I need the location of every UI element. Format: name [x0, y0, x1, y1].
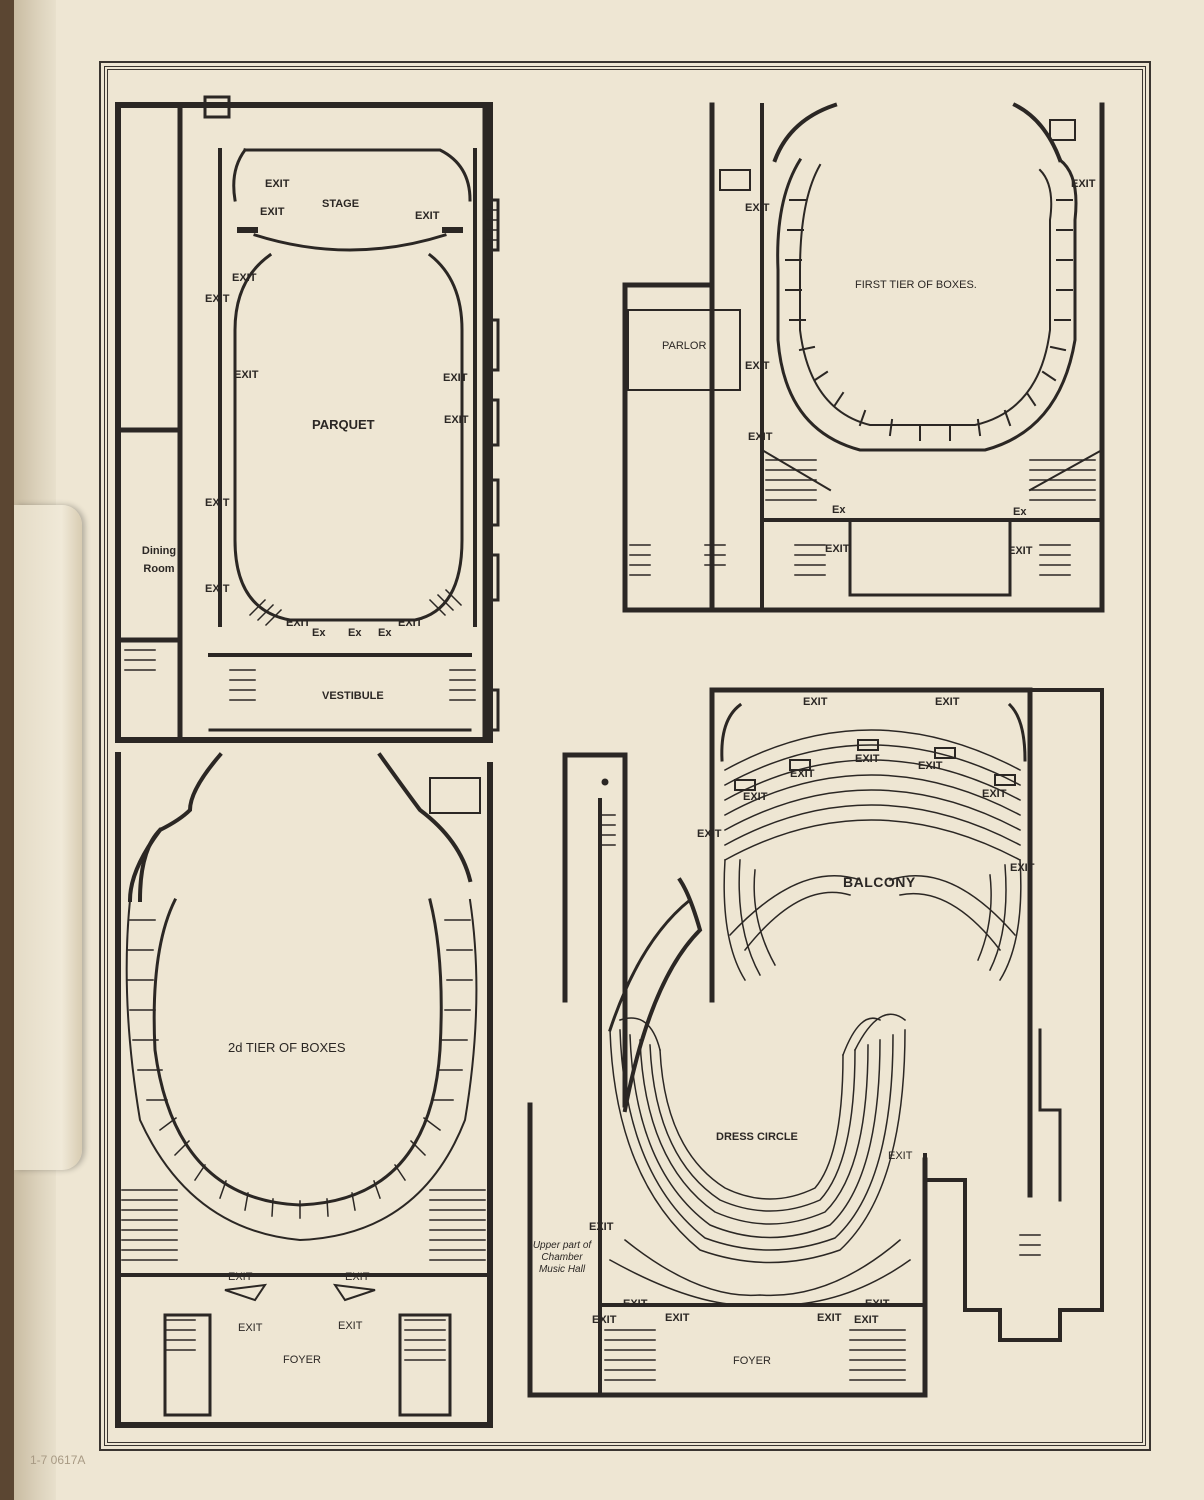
exit-label: EXIT — [205, 583, 230, 595]
foyer-label: FOYER — [733, 1355, 771, 1367]
ex-label: Ex — [348, 627, 362, 639]
first-tier-title: FIRST TIER OF BOXES. — [855, 279, 977, 291]
dress-circle-title: DRESS CIRCLE — [716, 1131, 798, 1143]
exit-label: EXIT — [888, 1150, 913, 1162]
dining-room-label: Dining Room — [141, 545, 177, 575]
first-tier-plan — [622, 102, 1105, 613]
exit-label: EXIT — [232, 272, 257, 284]
exit-label: EXIT — [803, 696, 828, 708]
exit-label: EXIT — [697, 828, 722, 840]
exit-label: EXIT — [234, 369, 259, 381]
exit-label: EXIT — [589, 1221, 614, 1233]
exit-label: EXIT — [286, 617, 311, 629]
book-page — [14, 0, 1204, 1500]
exit-label: EXIT — [265, 178, 290, 190]
balcony-plan — [709, 687, 1104, 1312]
exit-label: EXIT — [228, 1271, 253, 1283]
exit-label: EXIT — [918, 760, 943, 772]
exit-label: EXIT — [855, 753, 880, 765]
stage-label: STAGE — [322, 198, 360, 210]
exit-label: EXIT — [1071, 178, 1096, 190]
ex-label: Ex — [832, 504, 846, 516]
exit-label: EXIT — [592, 1314, 617, 1326]
exit-label: EXIT — [345, 1271, 370, 1283]
exit-label: EXIT — [817, 1312, 842, 1324]
parquet-title: PARQUET — [312, 417, 375, 432]
exit-label: EXIT — [205, 293, 230, 305]
exit-label: EXIT — [935, 696, 960, 708]
exit-label: EXIT — [398, 617, 423, 629]
exit-label: EXIT — [623, 1298, 648, 1310]
exit-label: EXIT — [238, 1322, 263, 1334]
ex-label: Ex — [378, 627, 392, 639]
balcony-title: BALCONY — [843, 874, 916, 890]
ex-label: Ex — [1013, 506, 1027, 518]
exit-label: EXIT — [745, 202, 770, 214]
exit-label: EXIT — [444, 414, 469, 426]
parquet-plan — [115, 95, 500, 743]
exit-label: EXIT — [743, 791, 768, 803]
vestibule-label: VESTIBULE — [322, 690, 384, 702]
exit-label: EXIT — [745, 360, 770, 372]
exit-label: EXIT — [982, 788, 1007, 800]
exit-label: EXIT — [205, 497, 230, 509]
pencil-catalog-mark: 1-7 0617A — [30, 1453, 86, 1467]
foyer-label: FOYER — [283, 1354, 321, 1366]
exit-label: EXIT — [865, 1298, 890, 1310]
ex-label: Ex — [312, 627, 326, 639]
exit-label: EXIT — [825, 543, 850, 555]
exit-label: EXIT — [748, 431, 773, 443]
exit-label: EXIT — [854, 1314, 879, 1326]
exit-label: EXIT — [415, 210, 440, 222]
exit-label: EXIT — [1010, 862, 1035, 874]
exit-label: EXIT — [790, 768, 815, 780]
second-tier-title: 2d TIER OF BOXES — [228, 1040, 346, 1055]
page-border — [99, 61, 1151, 1451]
dress-circle-plan — [527, 752, 1104, 1398]
exit-label: EXIT — [338, 1320, 363, 1332]
second-tier-plan — [115, 752, 493, 1428]
exit-label: EXIT — [443, 372, 468, 384]
chamber-music-hall-note: Upper part of Chamber Music Hall — [532, 1240, 592, 1275]
exit-label: EXIT — [665, 1312, 690, 1324]
inserted-tab — [14, 505, 82, 1170]
exit-label: EXIT — [1008, 545, 1033, 557]
parlor-label: PARLOR — [662, 340, 707, 352]
exit-label: EXIT — [260, 206, 285, 218]
